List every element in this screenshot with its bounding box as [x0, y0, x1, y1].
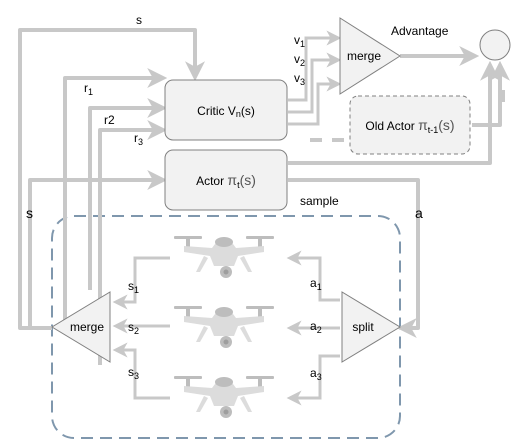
value-arrow-3 — [288, 76, 342, 126]
label-s2: s2 — [128, 320, 139, 336]
label-a3: a3 — [310, 366, 322, 382]
merge-bottom-label: merge — [70, 320, 104, 334]
old-actor-label: Old Actor πt-1(s) — [365, 117, 454, 135]
split-node — [341, 291, 401, 363]
critic-box — [164, 79, 288, 141]
value-arrow-1 — [288, 30, 342, 102]
label-a: a — [415, 205, 423, 221]
label-v2: v2 — [294, 52, 305, 68]
merge-node-top — [339, 17, 401, 95]
label-a1: a1 — [310, 276, 322, 292]
state-arrow-3 — [112, 342, 170, 400]
advantage-node — [479, 29, 511, 61]
action-arrow-3 — [286, 354, 340, 406]
label-s1: s1 — [128, 279, 139, 295]
label-sample: sample — [300, 194, 339, 208]
reward-arrow-2 — [88, 98, 168, 290]
reward-arrow-1 — [63, 68, 168, 328]
action-arrow-1 — [286, 250, 340, 302]
label-a2: a2 — [310, 319, 322, 335]
reward-arrow-3 — [98, 120, 168, 365]
old-actor-box — [349, 95, 471, 155]
split-label: split — [352, 320, 374, 334]
state-arrow-1 — [112, 256, 170, 310]
label-r2: r2 — [104, 113, 115, 127]
critic-label: Critic Vn(s) — [197, 104, 255, 119]
label-r1: r1 — [84, 81, 93, 97]
label-v3: v3 — [294, 71, 305, 87]
action-arrow — [288, 178, 420, 338]
label-r3: r3 — [134, 131, 143, 147]
drone-icon — [174, 376, 274, 418]
label-s3: s3 — [128, 365, 139, 381]
value-arrow-2 — [288, 52, 342, 114]
drone-icon — [174, 306, 274, 348]
merge-node-bottom — [51, 291, 111, 363]
actor-box — [164, 149, 288, 211]
label-s-top: s — [136, 13, 142, 27]
label-s-left: s — [26, 205, 33, 221]
actor-label: Actor πt(s) — [196, 172, 256, 190]
state-arrow-actor — [28, 170, 168, 330]
merge-top-label: merge — [347, 49, 381, 63]
actor-to-loss-arrow — [288, 60, 500, 165]
label-advantage: Advantage — [391, 24, 449, 38]
old-actor-to-loss-arrow — [472, 60, 510, 127]
drone-icon — [174, 236, 274, 278]
label-v1: v1 — [294, 33, 305, 49]
